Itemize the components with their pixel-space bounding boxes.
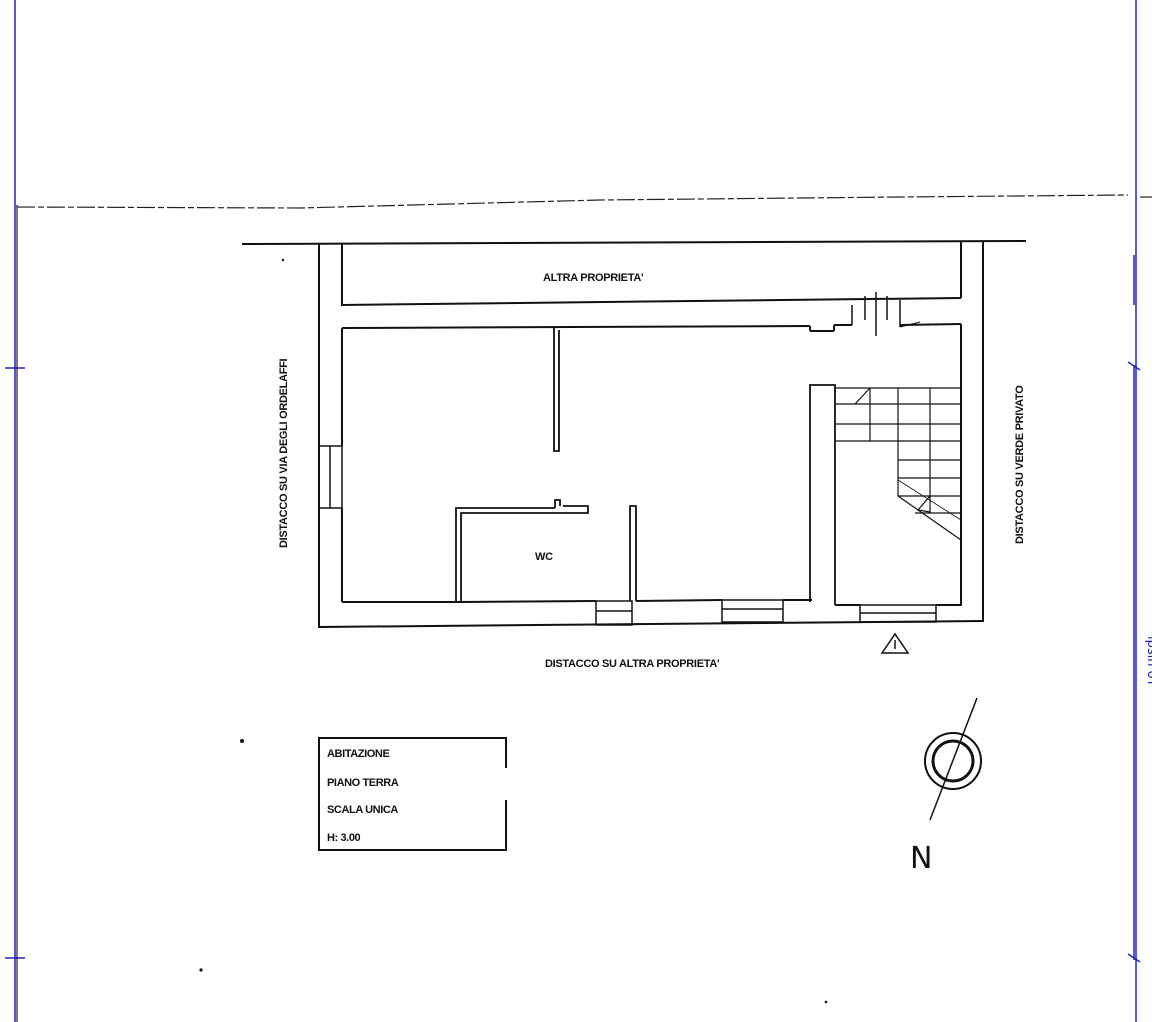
info-line-1: ABITAZIONE	[327, 748, 389, 760]
info-line-4: H: 3.00	[327, 832, 361, 844]
edge-cut-text: ipsin oT	[1144, 636, 1152, 687]
window-bottom-1	[595, 600, 633, 626]
staircase	[835, 387, 962, 541]
label-left: DISTACCO SU VIA DEGLI ORDELAFFI	[278, 358, 290, 548]
north-arrow-icon	[924, 697, 982, 821]
label-top: ALTRA PROPRIETA'	[543, 272, 644, 284]
window-left	[318, 445, 343, 509]
info-line-2: PIANO TERRA	[327, 777, 399, 789]
label-bottom: DISTACCO SU ALTRA PROPRIETA'	[545, 658, 720, 670]
warning-triangle-icon	[880, 632, 910, 654]
entrance-door	[859, 604, 937, 623]
window-bottom-2	[721, 599, 784, 623]
exterior-walls	[341, 323, 962, 606]
label-right: DISTACCO SU VERDE PRIVATO	[1014, 385, 1026, 544]
property-boundary	[241, 240, 1027, 628]
scan-seam	[16, 194, 1152, 1022]
info-box: ABITAZIONE PIANO TERRA SCALA UNICA H: 3.…	[318, 737, 508, 851]
interior-walls	[455, 328, 836, 605]
room-label-wc: WC	[535, 551, 553, 563]
north-label: N	[910, 841, 932, 876]
page-frame	[5, 0, 1141, 1022]
info-line-3: SCALA UNICA	[327, 804, 398, 816]
scan-specks	[199, 258, 828, 1004]
door-top	[851, 292, 921, 336]
